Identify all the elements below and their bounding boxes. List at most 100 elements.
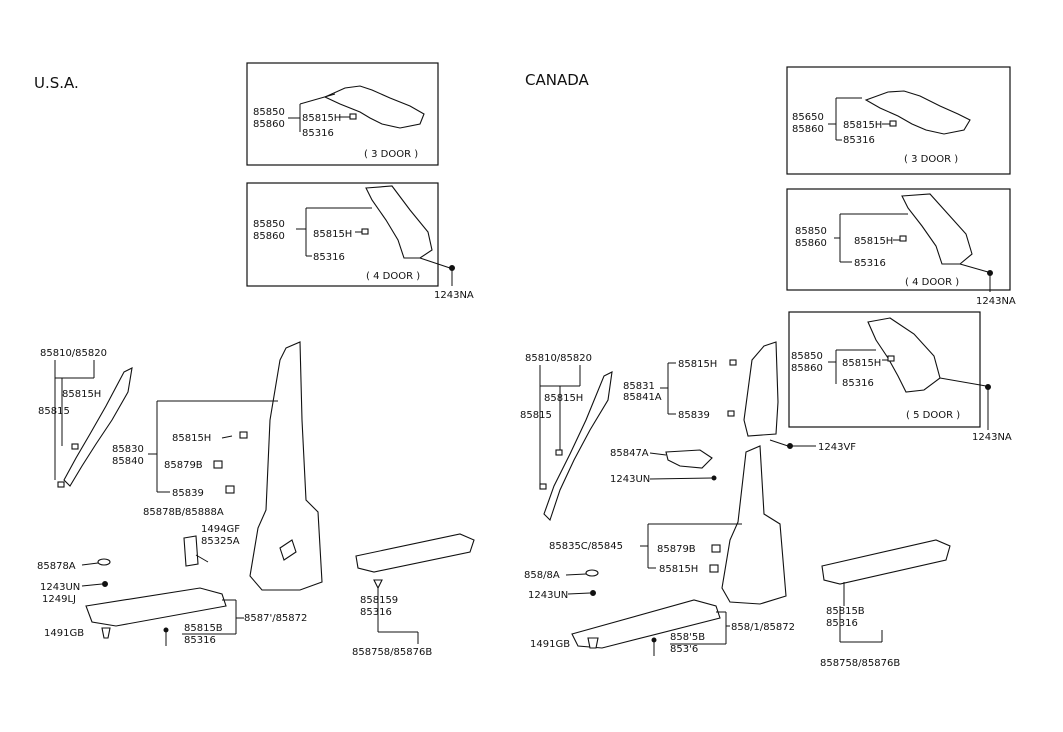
region-canada-title: CANADA <box>525 71 590 89</box>
canada-rear-sill-part <box>821 539 951 585</box>
usa-lower-group: 85878B/85888A 1494GF 85325A 85878A 1243U… <box>37 507 307 646</box>
canada-a-pillar-label-d: 85815 <box>520 410 552 421</box>
usa-screw-2 <box>163 627 169 633</box>
canada-5door-label-b: 85860 <box>791 363 823 374</box>
usa-4door-clip <box>361 228 369 235</box>
canada-screw-2 <box>651 637 657 643</box>
usa-bracket-part <box>183 535 199 567</box>
usa-rear-sill-part <box>355 533 475 573</box>
canada-b-upper-label-b: 85841A <box>623 392 662 403</box>
canada-4door-label-b: 85860 <box>795 238 827 249</box>
usa-sill-plate <box>85 587 227 627</box>
usa-a-pillar-clip-1 <box>71 443 79 450</box>
usa-3door-box: 85850 85860 85815H 85316 ( 3 DOOR ) <box>246 62 439 166</box>
usa-misc-l4: 85878A <box>37 561 76 572</box>
usa-screw <box>102 581 108 587</box>
usa-4door-label-b: 85860 <box>253 231 285 242</box>
canada-b-lower-screw <box>711 475 717 481</box>
canada-3door-label-d: 85316 <box>843 135 875 146</box>
canada-cap-part <box>585 569 599 577</box>
canada-b-upper-label-e: 1243VF <box>818 442 856 453</box>
usa-grommet <box>101 627 111 639</box>
canada-4door-frame <box>786 188 1011 291</box>
canada-5door-clip-label: 1243NA <box>972 432 1012 443</box>
usa-misc-l10: 8587'/85872 <box>244 613 307 624</box>
canada-b-upper-group: 85831 85841A 85815H 85839 1243VF <box>623 341 856 453</box>
canada-a-pillar-label-c: 85815H <box>544 393 583 404</box>
canada-3door-label-a: 85650 <box>792 112 824 123</box>
usa-b-pillar-label-a: 85830 <box>112 444 144 455</box>
usa-3door-frame <box>246 62 439 166</box>
usa-3door-label-d: 85316 <box>302 128 334 139</box>
canada-4door-fastener <box>987 270 993 276</box>
usa-b-pillar-group: 85830 85840 85815H 85879B 85839 <box>112 341 323 591</box>
usa-misc-l9: 85316 <box>184 635 216 646</box>
usa-4door-label-d: 85316 <box>313 252 345 263</box>
canada-rear-sill-label-a: 85815B <box>826 606 865 617</box>
usa-misc-l1: 85878B/85888A <box>143 507 224 518</box>
usa-rear-sill-group: 858159 85316 858758/85876B <box>352 533 475 658</box>
usa-4door-label-c: 85815H <box>313 229 352 240</box>
canada-3door-label-b: 85860 <box>792 124 824 135</box>
usa-4door-clip-label: 1243NA <box>434 290 474 301</box>
canada-b-upper-label-a: 85831 <box>623 381 655 392</box>
usa-a-pillar-label-c: 85815H <box>62 389 101 400</box>
canada-b-lower-label-d: 85879B <box>657 544 696 555</box>
usa-3door-caption: ( 3 DOOR ) <box>364 149 418 160</box>
usa-3door-trim-part <box>323 85 425 129</box>
usa-4door-label-a: 85850 <box>253 219 285 230</box>
usa-misc-l6: 1249LJ <box>42 594 76 605</box>
usa-cap-part <box>97 558 111 566</box>
canada-5door-label-d: 85316 <box>842 378 874 389</box>
canada-5door-caption: ( 5 DOOR ) <box>906 410 960 421</box>
usa-rear-sill-screw <box>373 579 383 590</box>
canada-4door-box: 85850 85860 85815H 85316 ( 4 DOOR ) 1243… <box>786 188 1016 307</box>
canada-b-upper-label-d: 85839 <box>678 410 710 421</box>
usa-rear-sill-label-b: 85316 <box>360 607 392 618</box>
canada-misc-l6: 858/1/85872 <box>731 622 795 633</box>
canada-b-upper-label-c: 85815H <box>678 359 717 370</box>
canada-b-lower-group: 85847A 1243UN 85835C/85845 85879B 85815H <box>549 445 787 605</box>
canada-b-upper-clip-2 <box>727 410 735 417</box>
canada-a-pillar-group: 85810/85820 85815H 85815 <box>520 353 613 522</box>
canada-b-lower-label-a: 85847A <box>610 448 649 459</box>
canada-misc-l1: 858/8A <box>524 570 560 581</box>
canada-5door-frame <box>788 311 981 428</box>
canada-rear-sill-group: 85815B 85316 858758/85876B <box>820 539 951 669</box>
canada-sill-plate <box>571 599 721 649</box>
canada-lower-group: 858/8A 1243UN 1491GB 858'5B 853'6 858/1/… <box>524 569 795 656</box>
usa-4door-trim-part <box>365 185 433 259</box>
canada-3door-caption: ( 3 DOOR ) <box>904 154 958 165</box>
canada-misc-l3: 1491GB <box>530 639 570 650</box>
canada-5door-trim-part <box>867 317 941 393</box>
canada-b-upper-fastener <box>787 443 793 449</box>
canada-4door-clip <box>899 235 907 242</box>
canada-b-lower-trim <box>721 445 787 605</box>
usa-misc-l3: 85325A <box>201 536 240 547</box>
canada-a-pillar-title: 85810/85820 <box>525 353 592 364</box>
usa-a-pillar-trim <box>63 367 133 487</box>
canada-4door-trim-part <box>901 193 973 265</box>
usa-b-pillar-label-c: 85815H <box>172 433 211 444</box>
usa-3door-label-c: 85815H <box>302 113 341 124</box>
canada-5door-label-a: 85850 <box>791 351 823 362</box>
usa-4door-frame <box>246 182 439 287</box>
usa-b-pillar-grip <box>279 539 297 561</box>
canada-3door-label-c: 85815H <box>843 120 882 131</box>
canada-a-pillar-trim <box>543 371 613 522</box>
canada-5door-fastener <box>985 384 991 390</box>
canada-screw <box>590 590 596 596</box>
canada-rear-sill-label-c: 858758/85876B <box>820 658 900 669</box>
usa-b-clip-2 <box>213 460 223 469</box>
usa-4door-fastener <box>449 265 455 271</box>
canada-misc-l5: 853'6 <box>670 644 698 655</box>
canada-b-lower-label-e: 85815H <box>659 564 698 575</box>
usa-misc-l5: 1243UN <box>40 582 80 593</box>
canada-5door-box: 85850 85860 85815H 85316 ( 5 DOOR ) 1243… <box>788 311 1012 443</box>
canada-3door-frame <box>786 66 1011 175</box>
usa-b-pillar-label-e: 85839 <box>172 488 204 499</box>
canada-4door-caption: ( 4 DOOR ) <box>905 277 959 288</box>
usa-b-clip-1 <box>239 431 248 439</box>
